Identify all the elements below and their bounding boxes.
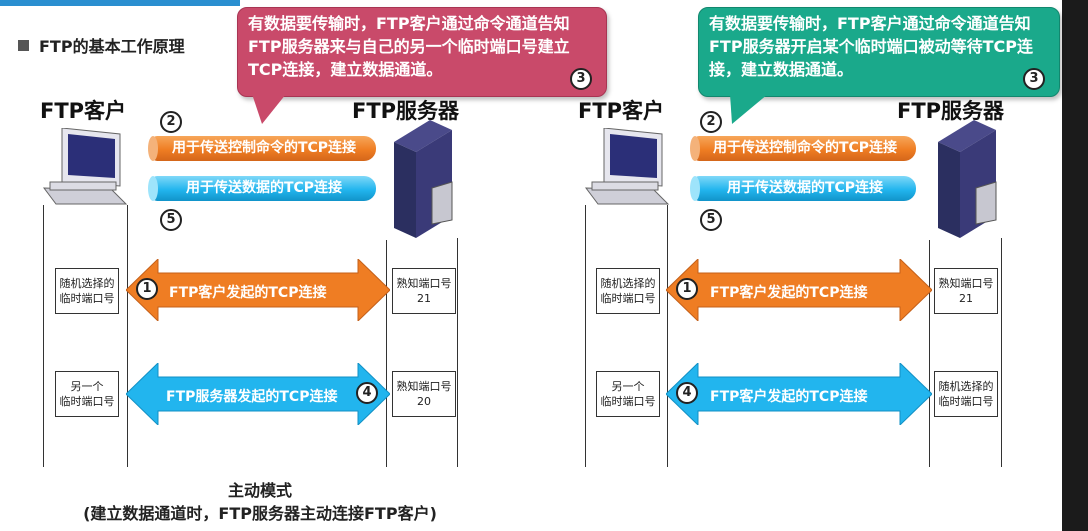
server-port-box: 熟知端口号 21 xyxy=(392,268,456,314)
client-line-left xyxy=(43,205,44,467)
bullet-square-icon xyxy=(18,40,29,51)
port-text: 另一个 临时端口号 xyxy=(600,380,656,408)
control-pipe-label: 用于传送控制命令的TCP连接 xyxy=(171,140,357,156)
step-badge: 1 xyxy=(676,278,698,300)
info-bubble-text: 有数据要传输时，FTP客户通过命令通道告知FTP服务器来与自己的另一个临时端口号… xyxy=(248,14,570,79)
header-accent-bar xyxy=(0,0,240,6)
step-badge: 5 xyxy=(700,209,722,231)
client-port-box: 随机选择的 临时端口号 xyxy=(55,268,119,314)
data-connection-arrow xyxy=(666,363,932,425)
server-label: FTP服务器 xyxy=(897,99,1005,123)
server-tower-icon xyxy=(938,120,997,238)
client-computer-icon xyxy=(584,128,670,205)
control-connection-pipe: 用于传送控制命令的TCP连接 xyxy=(690,136,916,161)
step-badge: 3 xyxy=(570,68,592,90)
info-bubble-text: 有数据要传输时，FTP客户通过命令通道告知FTP服务器开启某个临时端口被动等待T… xyxy=(709,14,1033,79)
server-tower-icon xyxy=(394,120,453,238)
client-computer-icon xyxy=(42,128,128,205)
arrow-label: FTP客户发起的TCP连接 xyxy=(710,285,868,301)
client-port-box: 另一个 临时端口号 xyxy=(55,371,119,417)
step-badge: 4 xyxy=(676,382,698,404)
info-bubble: 有数据要传输时，FTP客户通过命令通道告知FTP服务器来与自己的另一个临时端口号… xyxy=(237,7,607,97)
mode-caption-title: 主动模式 xyxy=(227,481,292,500)
step-badge: 2 xyxy=(700,111,722,133)
data-pipe-label: 用于传送数据的TCP连接 xyxy=(726,180,884,196)
port-text: 随机选择的 临时端口号 xyxy=(59,277,115,305)
port-text: 另一个 临时端口号 xyxy=(59,380,115,408)
window-edge xyxy=(1062,0,1088,531)
client-port-box: 另一个 临时端口号 xyxy=(596,371,660,417)
port-text: 熟知端口号 20 xyxy=(396,380,452,408)
client-port-box: 随机选择的 临时端口号 xyxy=(596,268,660,314)
port-text: 熟知端口号 21 xyxy=(396,277,452,305)
server-port-box: 熟知端口号 21 xyxy=(934,268,998,314)
control-pipe-label: 用于传送控制命令的TCP连接 xyxy=(712,140,898,156)
server-label: FTP服务器 xyxy=(352,99,460,123)
step-badge: 5 xyxy=(160,209,182,231)
control-connection-arrow xyxy=(666,259,932,321)
section-title: FTP的基本工作原理 xyxy=(18,33,185,57)
server-line-left xyxy=(929,240,930,467)
mode-caption-subtitle: (建立数据通道时，FTP服务器主动连接FTP客户) xyxy=(83,504,437,523)
server-port-box: 熟知端口号 20 xyxy=(392,371,456,417)
port-text: 随机选择的 临时端口号 xyxy=(600,277,656,305)
control-connection-arrow xyxy=(126,259,390,321)
step-badge: 3 xyxy=(1023,68,1045,90)
step-badge: 4 xyxy=(356,382,378,404)
control-connection-pipe: 用于传送控制命令的TCP连接 xyxy=(148,136,376,161)
client-label: FTP客户 xyxy=(40,99,127,123)
server-line-right xyxy=(1001,238,1002,467)
server-line-right xyxy=(457,238,458,467)
arrow-label: FTP服务器发起的TCP连接 xyxy=(166,389,338,405)
server-line-left xyxy=(386,240,387,467)
data-pipe-label: 用于传送数据的TCP连接 xyxy=(185,180,343,196)
data-connection-pipe: 用于传送数据的TCP连接 xyxy=(148,176,376,201)
info-bubble: 有数据要传输时，FTP客户通过命令通道告知FTP服务器开启某个临时端口被动等待T… xyxy=(698,7,1060,97)
step-badge: 2 xyxy=(160,111,182,133)
client-line-right xyxy=(667,205,668,467)
data-connection-arrow xyxy=(126,363,390,425)
bubble-pointer xyxy=(252,94,286,124)
port-text: 熟知端口号 21 xyxy=(938,277,994,305)
section-title-text: FTP的基本工作原理 xyxy=(39,37,185,56)
client-label: FTP客户 xyxy=(578,99,665,123)
client-line-left xyxy=(585,205,586,467)
port-text: 随机选择的 临时端口号 xyxy=(938,380,994,408)
arrow-label: FTP客户发起的TCP连接 xyxy=(169,285,327,301)
data-connection-pipe: 用于传送数据的TCP连接 xyxy=(690,176,916,201)
step-badge: 1 xyxy=(136,278,158,300)
arrow-label: FTP客户发起的TCP连接 xyxy=(710,389,868,405)
server-port-box: 随机选择的 临时端口号 xyxy=(934,371,998,417)
bubble-pointer xyxy=(730,94,768,124)
client-line-right xyxy=(127,205,128,467)
